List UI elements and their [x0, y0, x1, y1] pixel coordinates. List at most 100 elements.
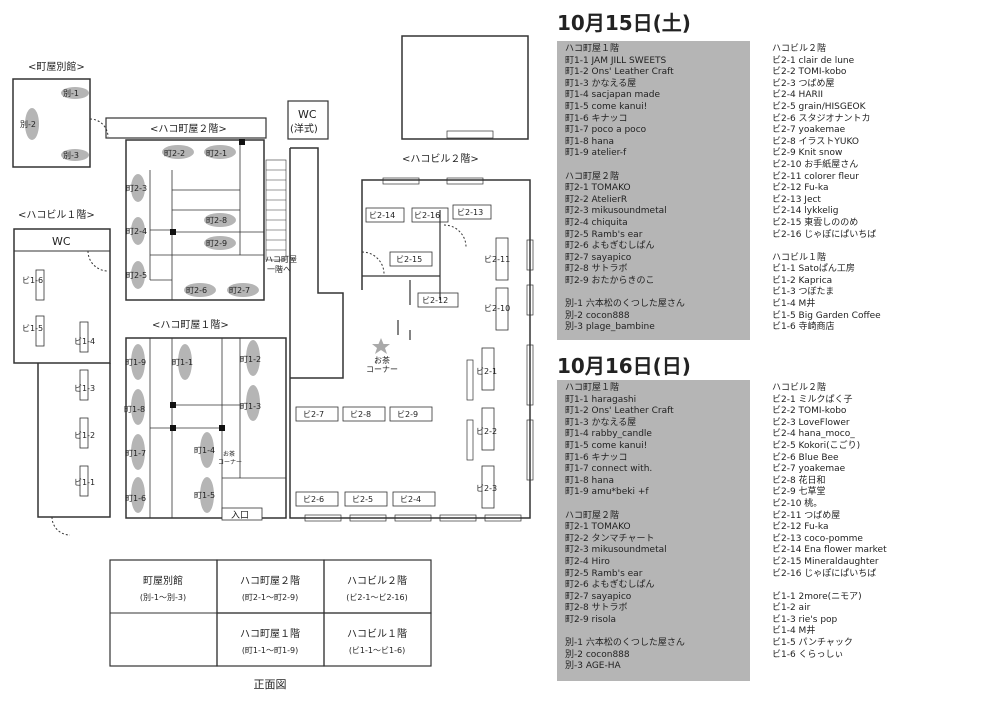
- spot-m2-1: 町2-1: [206, 149, 227, 158]
- booth-v2-16: [411, 207, 449, 223]
- vendor-list-item: 町2-4 Hiro: [565, 556, 610, 567]
- booth-v2-2: [481, 407, 495, 451]
- vendor-list-item: 町1-5 come kanui!: [565, 101, 648, 112]
- vendor-list-item: 町2-6 よもぎむしぱん: [565, 580, 655, 591]
- booth-m2-9: [204, 236, 236, 250]
- vendor-list-item: 町1-5 come kanui!: [565, 440, 648, 451]
- booth-v2-1: [481, 347, 495, 391]
- biru1f-upper: [13, 228, 111, 364]
- star-icon: [372, 338, 390, 354]
- vendor-list-item: 町1-6 キナッコ: [565, 452, 628, 463]
- vendor-list-item: ビ2-4 hana_moco_: [772, 429, 855, 440]
- vendor-list-item: 町2-8 サトラボ: [565, 603, 628, 614]
- door-arc: [89, 118, 109, 138]
- spot-m2-5: 町2-5: [126, 271, 147, 280]
- booth-b1: [61, 87, 89, 99]
- vendor-list-item: 町2-3 mikusoundmetal: [565, 545, 667, 556]
- vendor-list-item: ビ1-1 Satoぱん工房: [772, 264, 855, 275]
- vendor-list-item: ビ2-3 つばめ屋: [772, 78, 835, 89]
- vendor-list-item: 別-2 cocon888: [565, 310, 630, 321]
- vendor-list-item: ハコ町屋１階: [565, 383, 620, 393]
- booth-v2-13: [452, 204, 492, 220]
- biru2f-north-room: [401, 35, 529, 140]
- front-view-grid: [109, 559, 432, 667]
- door-arc: [443, 224, 467, 248]
- tea-corner-small-2: コーナー: [218, 459, 242, 466]
- vendor-list-item: ビ2-11 colorer fleur: [772, 171, 859, 182]
- partition-stub: [397, 320, 411, 340]
- vendor-list-item: ビ2-7 yoakemae: [772, 464, 846, 475]
- vendor-list-item: ビ2-13 Ject: [772, 194, 821, 205]
- booth-m2-7: [227, 283, 259, 297]
- spot-v2-11: ビ2-11: [484, 255, 510, 264]
- booth-m1-3: [246, 385, 260, 421]
- spot-v1-3: ビ1-3: [74, 384, 95, 393]
- biru1f-lower: [37, 363, 111, 518]
- vendor-list-item: ビ1-6 くらっしぃ: [772, 649, 844, 660]
- vendor-list-item: ビ2-8 イラストYUKO: [772, 136, 859, 147]
- booth-v1-5: [35, 315, 45, 347]
- booth-m1-7: [131, 434, 145, 470]
- booth-v2-6: [295, 491, 339, 507]
- vendor-list-item: ビ1-5 Big Garden Coffee: [772, 310, 881, 321]
- vendor-list-item: ハコビル１階: [772, 252, 827, 263]
- window: [446, 177, 484, 185]
- booth-v2-15: [389, 251, 433, 267]
- front-cell-range: (別-1〜別-3): [140, 593, 186, 602]
- vendor-list-item: ビ2-12 Fu-ka: [772, 522, 829, 533]
- vendor-list-item: ビ1-1 2more(ニモア): [772, 591, 862, 602]
- vendor-list-item: 町2-8 サトラボ: [565, 264, 628, 275]
- booth-v2-7: [295, 406, 339, 422]
- booth-b3: [61, 149, 89, 161]
- spot-m1-4: 町1-4: [194, 446, 215, 455]
- booth-m2-5: [131, 261, 145, 289]
- spot-v2-16: ビ2-16: [414, 211, 440, 220]
- vendor-list-item: 町1-9 amu*beki +f: [565, 487, 649, 498]
- spot-v2-8: ビ2-8: [350, 410, 371, 419]
- wc-label: WC: [52, 235, 71, 248]
- vendor-list-item: 町1-4 rabby_candle: [565, 429, 652, 440]
- booth-v1-3: [79, 369, 89, 401]
- spot-m2-7: 町2-7: [229, 286, 250, 295]
- vendor-list-item: ビ2-1 ミルクぱく子: [772, 394, 853, 405]
- spot-b3: 別-3: [63, 151, 79, 160]
- window: [526, 284, 534, 316]
- vendor-list-item: ハコ町屋１階: [565, 44, 620, 54]
- window: [349, 514, 387, 522]
- spot-m2-4: 町2-4: [126, 227, 147, 236]
- booth-m1-2: [246, 340, 260, 376]
- booth-v2-9: [389, 406, 433, 422]
- vendor-list-item: 町1-9 atelier-f: [565, 148, 627, 159]
- spot-v2-1: ビ2-1: [476, 367, 497, 376]
- spot-v2-9: ビ2-9: [397, 410, 418, 419]
- spot-b2: 別-2: [20, 120, 36, 129]
- vendor-list-item: 町2-3 mikusoundmetal: [565, 206, 667, 217]
- spot-v1-1: ビ1-1: [74, 478, 95, 487]
- booth-v2-3: [481, 465, 495, 509]
- vendor-list-item: ビ2-10 お手紙屋さん: [772, 159, 859, 170]
- stairs-label-2: 一階へ: [267, 264, 291, 274]
- booth-v2-8: [342, 406, 386, 422]
- window: [394, 514, 432, 522]
- vendor-list-item: ビ1-3 rie's pop: [772, 614, 838, 625]
- booth-v1-1: [79, 465, 89, 497]
- vendor-list-item: 町1-4 sacjapan made: [565, 90, 661, 101]
- vendor-list-item: ハコビル２階: [772, 44, 827, 54]
- vendor-list-item: ビ2-6 Blue Bee: [772, 452, 839, 463]
- spot-v2-13: ビ2-13: [457, 208, 483, 217]
- spot-m2-9: 町2-9: [206, 239, 227, 248]
- vendor-list-item: ビ2-5 Kokori(こごり): [772, 440, 861, 451]
- list-spacer: [565, 160, 750, 172]
- vendor-list-item: ビ1-4 M井: [772, 626, 816, 637]
- vendor-list-item: ビ2-9 七草堂: [772, 487, 826, 498]
- spot-m2-2: 町2-2: [164, 149, 185, 158]
- vendor-list-item: 町1-8 hana: [565, 136, 614, 147]
- pillar: [239, 139, 245, 145]
- front-view-caption: 正面図: [254, 678, 287, 691]
- vendor-list-item: ビ2-2 TOMI-kobo: [772, 406, 847, 417]
- vendor-list-item: 町2-4 chiquita: [565, 217, 628, 228]
- spot-v1-4: ビ1-4: [74, 337, 95, 346]
- vendor-list-item: 町2-2 AtelierR: [565, 194, 628, 205]
- wc-box: [13, 228, 111, 252]
